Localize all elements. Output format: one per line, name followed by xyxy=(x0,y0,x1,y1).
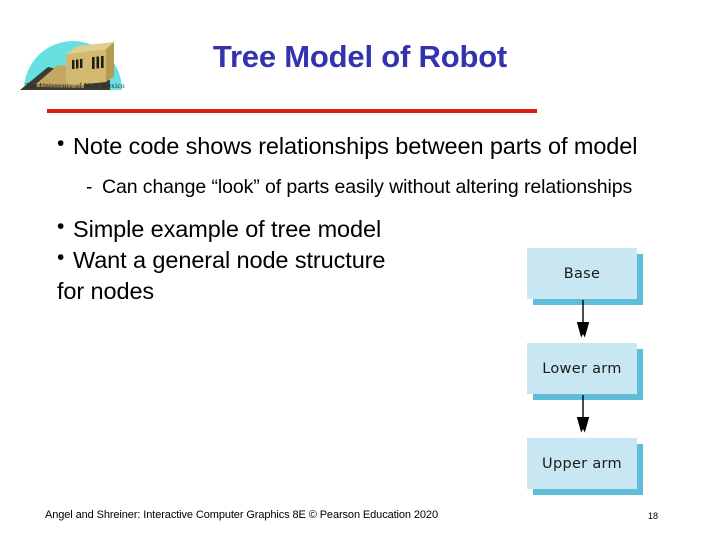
bullet-item-2: -Can change “look” of parts easily witho… xyxy=(84,175,646,200)
bullet-item-1: • Note code shows relationships between p… xyxy=(56,131,646,162)
bullet-marker-icon: • xyxy=(57,245,65,269)
node-label: Base xyxy=(563,265,601,282)
down-arrow-icon xyxy=(576,395,590,439)
body-content: • Note code shows relationships between p… xyxy=(56,131,646,307)
spacer xyxy=(56,200,646,214)
bullet-text: Note code shows relationships between pa… xyxy=(73,133,638,159)
node-face: Upper arm xyxy=(527,438,637,489)
bullet-item-4: • Want a general node structure xyxy=(56,245,646,276)
footer-credit: Angel and Shreiner: Interactive Computer… xyxy=(45,509,438,521)
bullet-text: Simple example of tree model xyxy=(73,215,382,242)
bullet-marker-icon: • xyxy=(57,214,65,238)
bullet-text: Can change “look” of parts easily withou… xyxy=(102,176,633,199)
diagram-node-upper-arm: Upper arm xyxy=(527,438,643,495)
page-number: 18 xyxy=(648,511,659,521)
node-label: Upper arm xyxy=(542,455,622,472)
node-label: Lower arm xyxy=(542,360,622,377)
dash-marker-icon: - xyxy=(86,176,93,199)
robot-tree-diagram: Base Lower arm U xyxy=(522,243,652,495)
bullet-marker-icon: • xyxy=(57,132,65,155)
page-title: Tree Model of Robot xyxy=(212,39,508,74)
node-face: Lower arm xyxy=(527,343,637,394)
diagram-node-lower-arm: Lower arm xyxy=(527,343,643,400)
bullet-item-3: • Simple example of tree model xyxy=(56,214,646,245)
unm-logo-caption: The University of New Mexico xyxy=(25,81,125,90)
down-arrow-icon xyxy=(576,300,590,344)
node-face: Base xyxy=(527,248,637,299)
bullet-item-5-continuation: for nodes xyxy=(57,278,155,304)
unm-logo xyxy=(14,18,132,100)
spacer xyxy=(56,162,646,175)
title-divider xyxy=(47,109,537,113)
diagram-node-base: Base xyxy=(527,248,643,305)
bullet-text: Want a general node structure xyxy=(73,246,386,273)
